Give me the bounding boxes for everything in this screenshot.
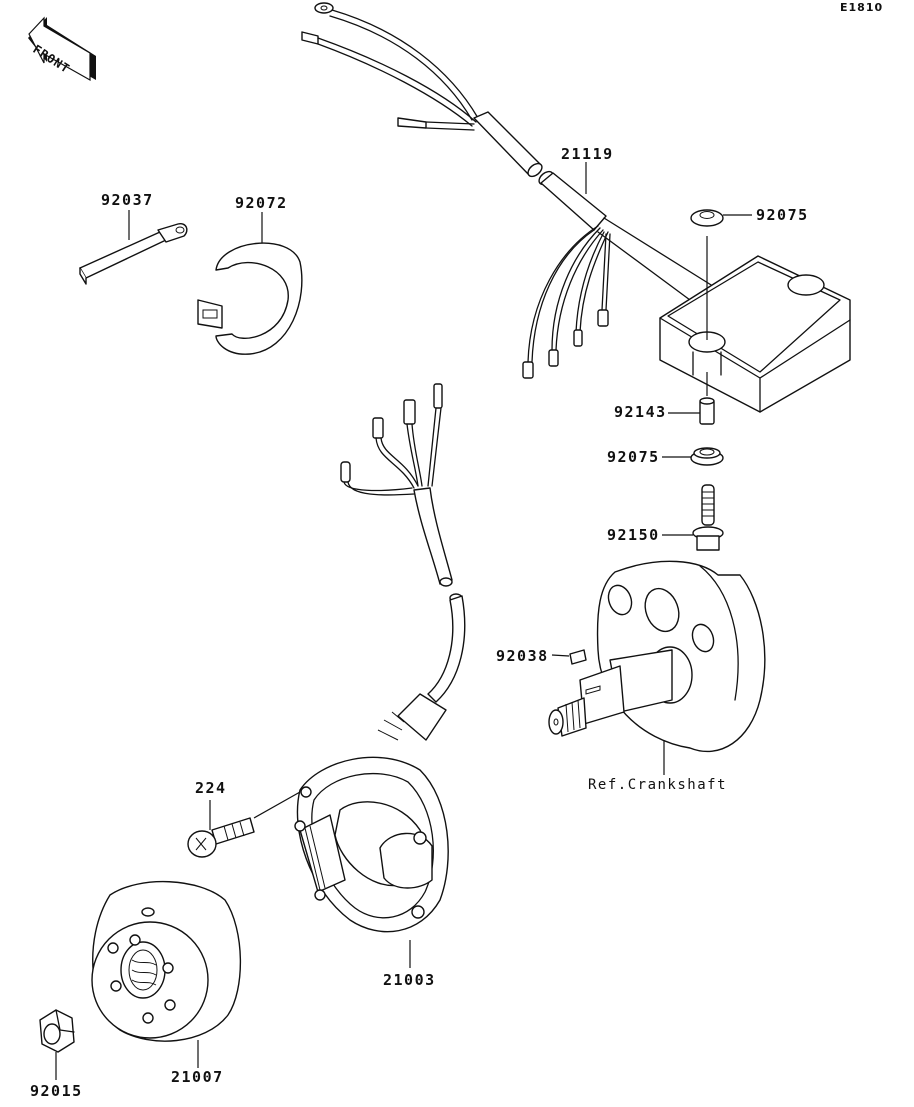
crankshaft-reference bbox=[548, 560, 766, 775]
nut bbox=[39, 1009, 75, 1080]
part-label-92150[interactable]: 92150 bbox=[607, 526, 660, 544]
part-label-92037[interactable]: 92037 bbox=[101, 191, 154, 209]
part-label-92143[interactable]: 92143 bbox=[614, 403, 667, 421]
key bbox=[551, 649, 587, 665]
part-label-92015[interactable]: 92015 bbox=[30, 1082, 83, 1100]
part-label-92075-upper[interactable]: 92075 bbox=[756, 206, 809, 224]
grommet-lower bbox=[662, 447, 724, 466]
part-label-92072[interactable]: 92072 bbox=[235, 194, 288, 212]
part-label-21119[interactable]: 21119 bbox=[561, 145, 614, 163]
part-label-92075-lower[interactable]: 92075 bbox=[607, 448, 660, 466]
band bbox=[197, 212, 303, 355]
reference-label-crankshaft: Ref.Crankshaft bbox=[588, 777, 728, 793]
front-arrow-icon bbox=[28, 16, 96, 82]
part-label-92038[interactable]: 92038 bbox=[496, 647, 549, 665]
collar bbox=[668, 397, 715, 425]
bolt bbox=[662, 484, 724, 551]
diagram-id: E1810 bbox=[840, 1, 884, 14]
flywheel bbox=[91, 880, 242, 1068]
stator bbox=[294, 756, 449, 968]
clamp bbox=[79, 210, 188, 285]
regulator-module bbox=[659, 236, 851, 413]
part-label-21007[interactable]: 21007 bbox=[171, 1068, 224, 1086]
part-label-21003[interactable]: 21003 bbox=[383, 971, 436, 989]
stator-harness bbox=[340, 383, 466, 741]
grommet-upper bbox=[690, 209, 752, 227]
part-label-224[interactable]: 224 bbox=[195, 779, 227, 797]
screw bbox=[187, 791, 301, 858]
wiring-harness-21119 bbox=[301, 2, 717, 379]
